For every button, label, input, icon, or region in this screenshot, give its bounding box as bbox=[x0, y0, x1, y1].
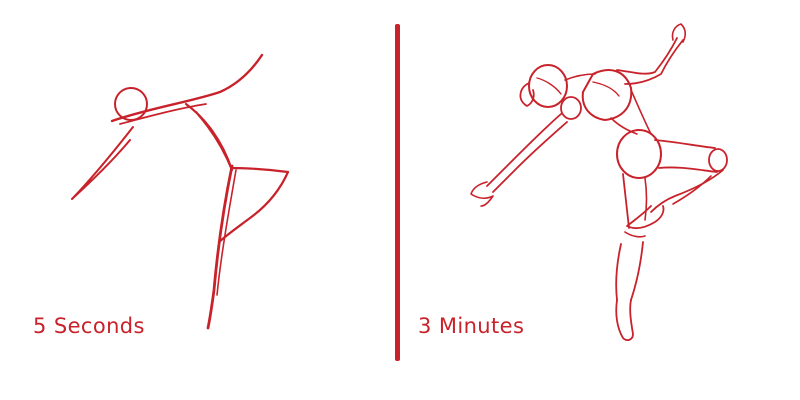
figure-chest-detail bbox=[592, 81, 620, 97]
figure-standing-foot bbox=[615, 299, 634, 341]
figure-raised-shin-lower bbox=[672, 175, 712, 205]
sketch-action-line bbox=[110, 53, 264, 123]
sketch-head bbox=[114, 87, 148, 121]
figure-standing-calf bbox=[615, 243, 622, 301]
figure-shoulder bbox=[560, 96, 582, 120]
figure-raised-hand bbox=[671, 23, 686, 43]
right-panel-figure-sketch: 3 Minutes bbox=[405, 0, 800, 400]
figure-ribcage bbox=[581, 69, 633, 121]
figure-face-line bbox=[536, 77, 562, 95]
figure-raised-thigh bbox=[654, 139, 716, 149]
figure-raised-thigh-lower bbox=[658, 166, 718, 173]
figure-waist bbox=[610, 117, 638, 135]
sketch-arm bbox=[71, 126, 134, 200]
figure-standing-calf-back bbox=[630, 241, 644, 301]
panel-divider bbox=[395, 24, 400, 361]
gesture-sketch-5-seconds bbox=[71, 53, 290, 330]
figure-raised-knee bbox=[708, 148, 728, 172]
caption-3-minutes: 3 Minutes bbox=[418, 314, 525, 338]
figure-standing-knee bbox=[624, 231, 646, 238]
figure-extended-hand bbox=[470, 181, 494, 207]
figure-standing-thigh bbox=[622, 173, 630, 229]
sketch-standing-leg-echo bbox=[216, 169, 237, 296]
sketch-shoulder-line bbox=[119, 103, 207, 125]
caption-5-seconds: 5 Seconds bbox=[33, 314, 145, 338]
sketch-standing-leg bbox=[206, 164, 234, 330]
figure-raised-foot bbox=[626, 205, 665, 229]
left-panel-gesture-sketch: 5 Seconds bbox=[0, 0, 395, 400]
sketch-bent-leg bbox=[217, 166, 290, 244]
figure-raised-shin bbox=[650, 169, 724, 213]
figure-standing-thigh-back bbox=[644, 177, 648, 221]
figure-extended-arm bbox=[486, 113, 562, 187]
figure-extended-arm-lower bbox=[492, 121, 568, 193]
figure-head bbox=[528, 64, 568, 108]
sketch-torso bbox=[184, 102, 234, 172]
figure-raised-arm-lower bbox=[624, 39, 684, 85]
figure-raised-arm bbox=[616, 37, 678, 75]
figure-hair bbox=[519, 82, 535, 107]
figure-pelvis bbox=[616, 129, 662, 179]
figure-sketch-3-minutes bbox=[470, 23, 728, 341]
figure-back-line bbox=[630, 89, 652, 135]
